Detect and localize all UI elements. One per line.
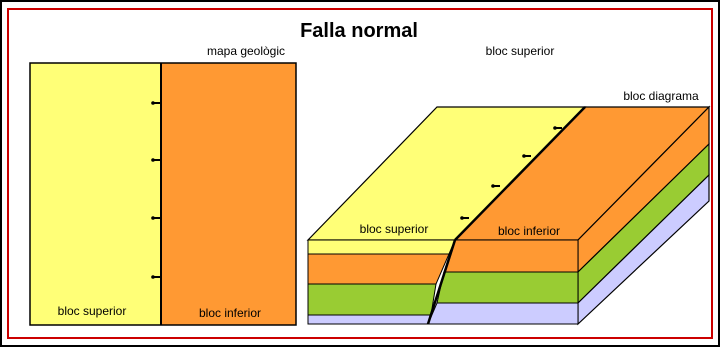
map-footwall-area — [161, 63, 296, 325]
block-hanging-wall-label: bloc superior — [360, 222, 429, 236]
front-fw-lavender — [427, 302, 579, 325]
block-fault-ticks — [460, 126, 562, 220]
front-hw-green — [307, 283, 437, 316]
front-fw-green — [436, 271, 579, 304]
map-border — [29, 62, 297, 326]
front-hw-lavender — [307, 314, 432, 325]
block-footwall-label: bloc inferior — [498, 224, 560, 238]
block-top-caption: bloc superior — [486, 44, 555, 58]
diagram-title: Falla normal — [300, 20, 418, 42]
red-frame — [7, 8, 713, 339]
block-fault-surface-trace — [454, 106, 586, 241]
map-hanging-wall-area — [30, 63, 161, 325]
front-fw-orange — [443, 239, 579, 273]
map-hanging-wall-label: bloc superior — [58, 304, 127, 318]
front-hw-yellow — [307, 239, 456, 255]
block-diagram: bloc superior bloc inferior — [306, 105, 711, 326]
map-caption: mapa geològic — [207, 44, 285, 58]
geologic-map: bloc superior bloc inferior — [29, 62, 297, 326]
block-fault-front-trace — [426, 239, 457, 325]
map-footwall-label: bloc inferior — [199, 306, 261, 320]
block-diagram-caption: bloc diagrama — [623, 89, 699, 103]
map-fault-ticks — [151, 101, 161, 279]
front-hw-orange — [307, 253, 450, 285]
